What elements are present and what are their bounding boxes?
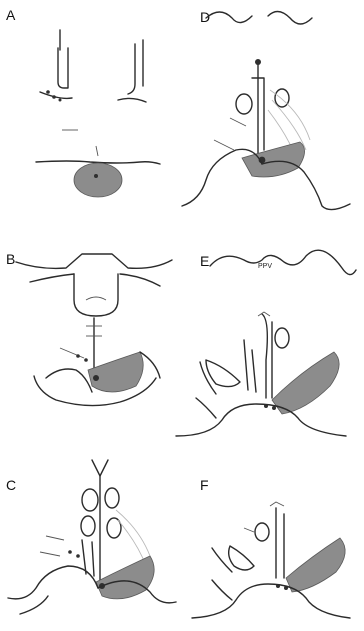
b-dot-2 <box>84 358 88 362</box>
b-nucleus-dot <box>93 375 99 381</box>
a-right-tube <box>128 44 135 94</box>
e-node-dot-2 <box>272 406 276 410</box>
b-dot-1 <box>76 354 80 358</box>
a-right-lip <box>118 98 146 102</box>
c-right-ring-upper <box>105 488 119 508</box>
a-marker-dot-3 <box>59 99 62 102</box>
b-pointer <box>60 348 84 358</box>
panel-b: B <box>6 251 172 406</box>
d-top-wave-right <box>268 11 312 24</box>
d-right-ring <box>275 89 289 107</box>
c-faint-fiber-2 <box>118 520 146 566</box>
c-pointer-1 <box>46 536 64 540</box>
b-arms <box>30 274 160 286</box>
panel-a-label: A <box>6 7 16 23</box>
c-lower-left <box>20 596 48 614</box>
e-floor <box>176 404 346 436</box>
c-pointer-2 <box>40 552 60 556</box>
panel-e-label: E <box>200 253 209 269</box>
c-left-ring-lower <box>81 516 95 536</box>
c-left-ring-upper <box>82 489 98 511</box>
f-gray-nucleus <box>286 538 345 592</box>
a-marker-dot <box>46 90 50 94</box>
d-top-wave-left <box>206 12 252 23</box>
e-ppv-label: PPV <box>258 263 272 270</box>
c-faint-fiber-1 <box>116 510 150 556</box>
a-gray-nucleus <box>74 163 122 197</box>
e-gray-nucleus <box>272 352 339 414</box>
d-faint-fiber-1 <box>270 90 310 140</box>
f-left-ring <box>255 523 269 541</box>
e-left-fibers <box>244 340 256 392</box>
panel-c: C <box>6 460 176 614</box>
panel-f-label: F <box>200 477 209 493</box>
b-cup <box>74 274 118 316</box>
panel-b-label: B <box>6 251 15 267</box>
c-dot-2 <box>76 554 80 558</box>
d-left-pointer-2 <box>230 118 246 126</box>
b-top-arch <box>16 254 172 268</box>
c-dot-1 <box>68 550 72 554</box>
a-left-tube <box>58 48 68 88</box>
d-gray-nucleus <box>242 142 305 177</box>
f-pointer <box>244 528 254 532</box>
f-left-lobe <box>229 546 254 570</box>
e-left-lobe <box>206 360 240 387</box>
d-left-pointer <box>214 140 234 150</box>
f-lower-left <box>212 580 232 600</box>
d-stem-top-dot <box>255 59 261 65</box>
c-gray-nucleus <box>96 556 154 599</box>
f-floor <box>192 584 350 618</box>
c-left-fibers <box>82 540 94 576</box>
a-center-mark <box>96 146 98 156</box>
b-cup-inner <box>86 297 106 300</box>
panel-c-label: C <box>6 477 16 493</box>
a-nucleus-dot <box>94 174 98 178</box>
e-right-ring <box>275 328 289 348</box>
f-stem-cap <box>270 502 284 506</box>
a-left-lip <box>40 92 72 98</box>
e-lower-left <box>196 398 216 418</box>
c-top-chevron <box>92 460 108 476</box>
panel-e: E PPV <box>176 250 356 436</box>
c-left-contour <box>8 566 98 599</box>
panel-d-label: D <box>200 9 210 25</box>
panel-f: F <box>192 477 350 618</box>
d-left-ring <box>236 94 252 114</box>
a-marker-dot-2 <box>52 95 56 99</box>
panel-a: A <box>6 7 160 197</box>
e-left-edge <box>200 362 216 394</box>
e-top-wave <box>210 250 356 274</box>
panel-d: D <box>182 9 350 210</box>
e-left-stem <box>262 314 267 398</box>
b-gray-nucleus <box>88 352 143 392</box>
